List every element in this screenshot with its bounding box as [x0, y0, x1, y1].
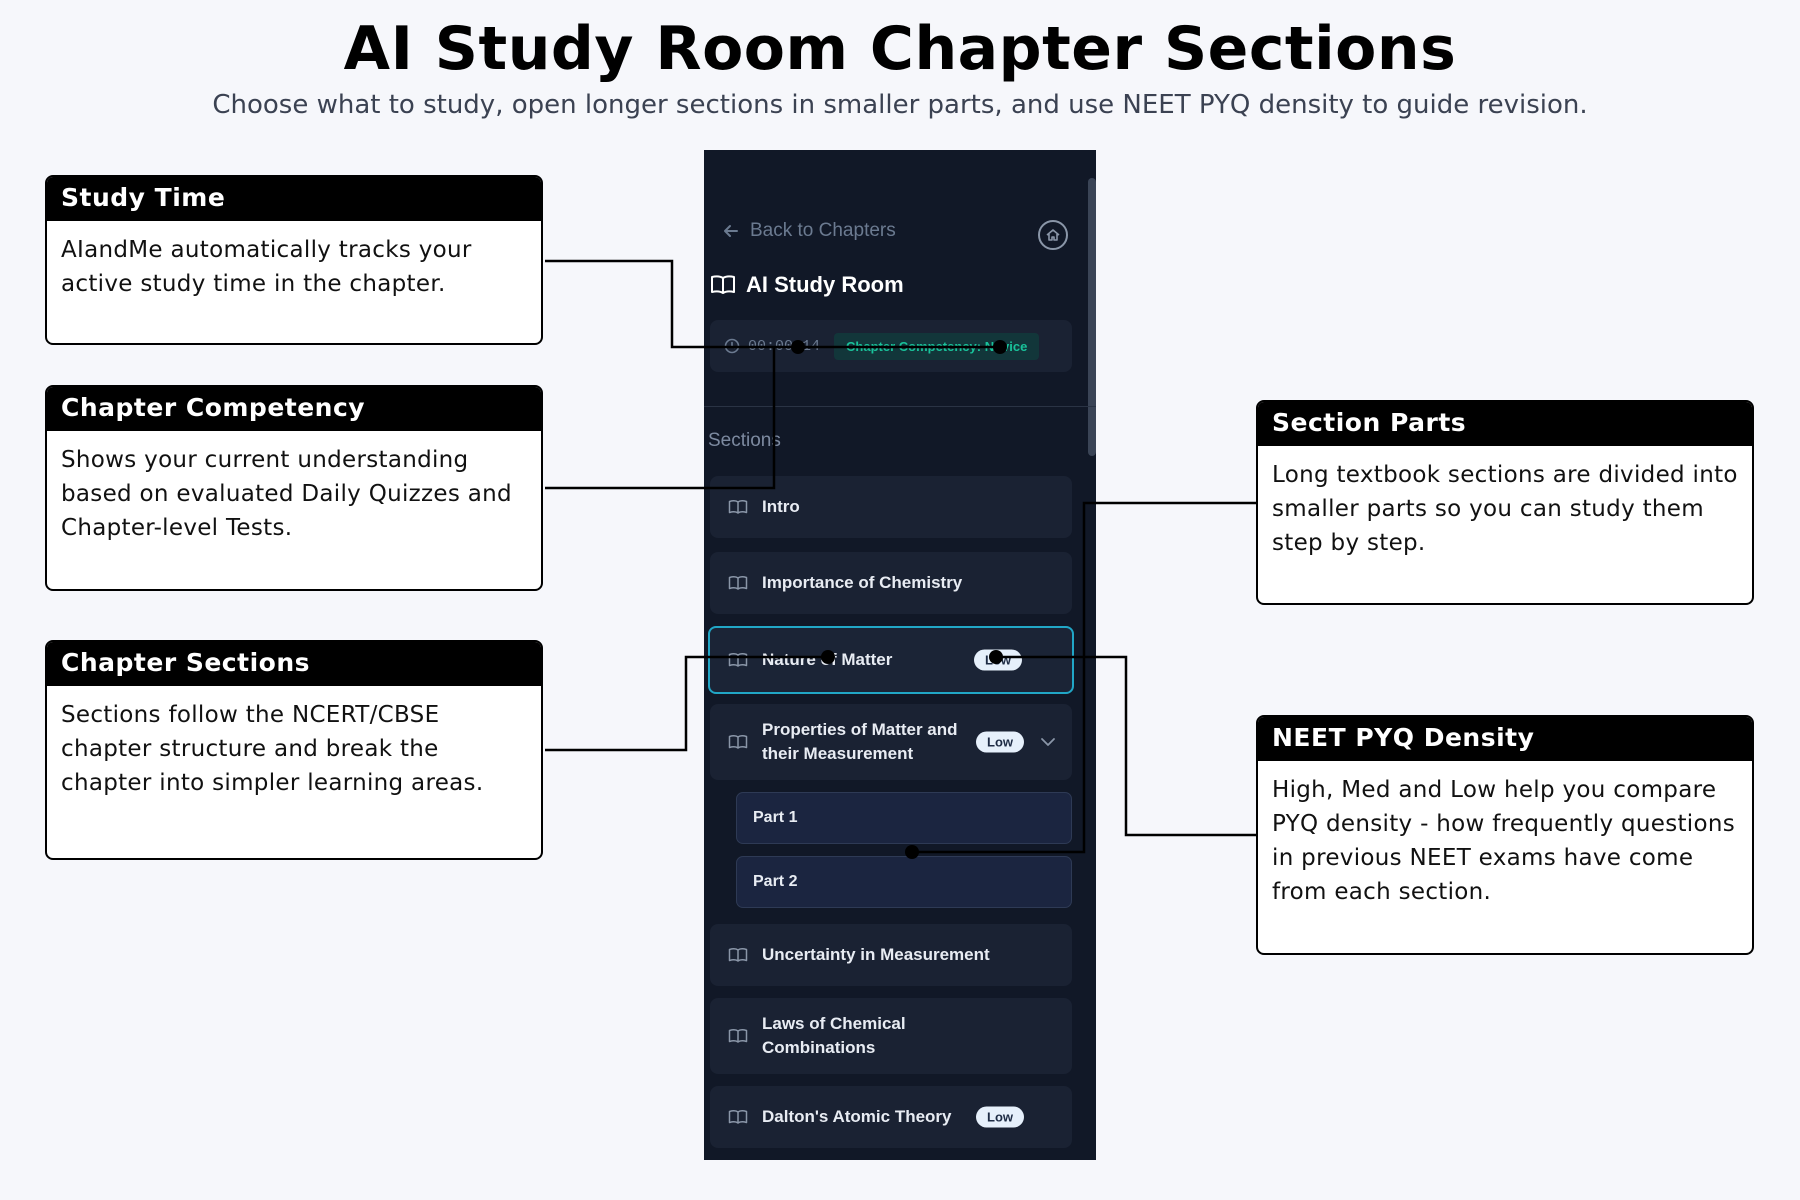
section-item-uncertainty-in-measurement[interactable]: Uncertainty in Measurement	[710, 924, 1072, 986]
page-title: AI Study Room Chapter Sections	[343, 14, 1457, 84]
section-item-nature-of-matter[interactable]: Nature of Matter Low	[708, 626, 1074, 694]
pyq-density-badge: Low	[976, 1106, 1024, 1128]
back-to-chapters-link[interactable]: Back to Chapters	[722, 220, 896, 242]
brand-label: AI Study Room	[746, 272, 904, 297]
clock-icon	[724, 338, 740, 354]
chevron-down-icon[interactable]	[1040, 737, 1056, 747]
home-icon	[1046, 229, 1060, 241]
book-icon	[728, 653, 748, 667]
sections-heading: Sections	[708, 430, 781, 451]
book-icon	[728, 948, 748, 962]
section-item-intro[interactable]: Intro	[710, 476, 1072, 538]
callout-neet-pyq-density: NEET PYQ Density High, Med and Low help …	[1256, 715, 1754, 955]
section-label: Nature of Matter	[762, 650, 893, 669]
pyq-density-badge: Low	[976, 731, 1024, 753]
section-label: Importance of Chemistry	[762, 573, 963, 592]
study-timer: 00:00:14	[724, 338, 820, 355]
chapter-status-bar: 00:00:14 Chapter Competency: Novice	[710, 320, 1072, 372]
section-label: Dalton's Atomic Theory	[762, 1107, 952, 1126]
callout-title: NEET PYQ Density	[1258, 717, 1752, 761]
section-part-2[interactable]: Part 2	[736, 856, 1072, 908]
page-subtitle: Choose what to study, open longer sectio…	[212, 90, 1588, 120]
callout-section-parts: Section Parts Long textbook sections are…	[1256, 400, 1754, 605]
callout-chapter-competency: Chapter Competency Shows your current un…	[45, 385, 543, 591]
arrow-left-icon	[724, 225, 738, 237]
section-item-daltons-atomic-theory[interactable]: Dalton's Atomic Theory Low	[710, 1086, 1072, 1148]
callout-body: Long textbook sections are divided into …	[1272, 462, 1738, 556]
callout-body: Sections follow the NCERT/CBSE chapter s…	[61, 702, 484, 796]
back-label: Back to Chapters	[750, 220, 896, 241]
book-open-icon	[711, 275, 735, 294]
callout-title: Chapter Competency	[47, 387, 541, 431]
pyq-density-badge: Low	[974, 649, 1022, 671]
book-icon	[728, 576, 748, 590]
section-label: Laws of Chemical Combinations	[762, 1014, 906, 1057]
scrollbar[interactable]	[1088, 178, 1096, 456]
book-icon	[728, 1029, 748, 1043]
section-item-laws-of-chemical-combinations[interactable]: Laws of Chemical Combinations	[710, 998, 1072, 1074]
divider	[704, 406, 1096, 407]
study-room-panel: Back to Chapters AI Study Room 00:00:14 …	[704, 150, 1096, 1160]
timer-value: 00:00:14	[748, 337, 821, 355]
section-label: Intro	[762, 497, 800, 516]
section-label: Uncertainty in Measurement	[762, 945, 990, 964]
section-label: Properties of Matter and their Measureme…	[762, 720, 958, 763]
callout-body: Shows your current understanding based o…	[61, 447, 512, 541]
section-item-properties-of-matter[interactable]: Properties of Matter and their Measureme…	[710, 704, 1072, 780]
callout-chapter-sections: Chapter Sections Sections follow the NCE…	[45, 640, 543, 860]
callout-title: Study Time	[47, 177, 541, 221]
book-icon	[728, 1110, 748, 1124]
competency-badge: Chapter Competency: Novice	[834, 332, 1040, 360]
callout-title: Section Parts	[1258, 402, 1752, 446]
callout-body: High, Med and Low help you compare PYQ d…	[1272, 777, 1736, 905]
section-part-1[interactable]: Part 1	[736, 792, 1072, 844]
home-button[interactable]	[1038, 220, 1068, 250]
book-icon	[728, 500, 748, 514]
callout-body: AIandMe automatically tracks your active…	[61, 237, 472, 297]
book-icon	[728, 735, 748, 749]
section-item-importance-of-chemistry[interactable]: Importance of Chemistry	[710, 552, 1072, 614]
callout-study-time: Study Time AIandMe automatically tracks …	[45, 175, 543, 345]
callout-title: Chapter Sections	[47, 642, 541, 686]
study-room-title: AI Study Room	[710, 272, 904, 298]
